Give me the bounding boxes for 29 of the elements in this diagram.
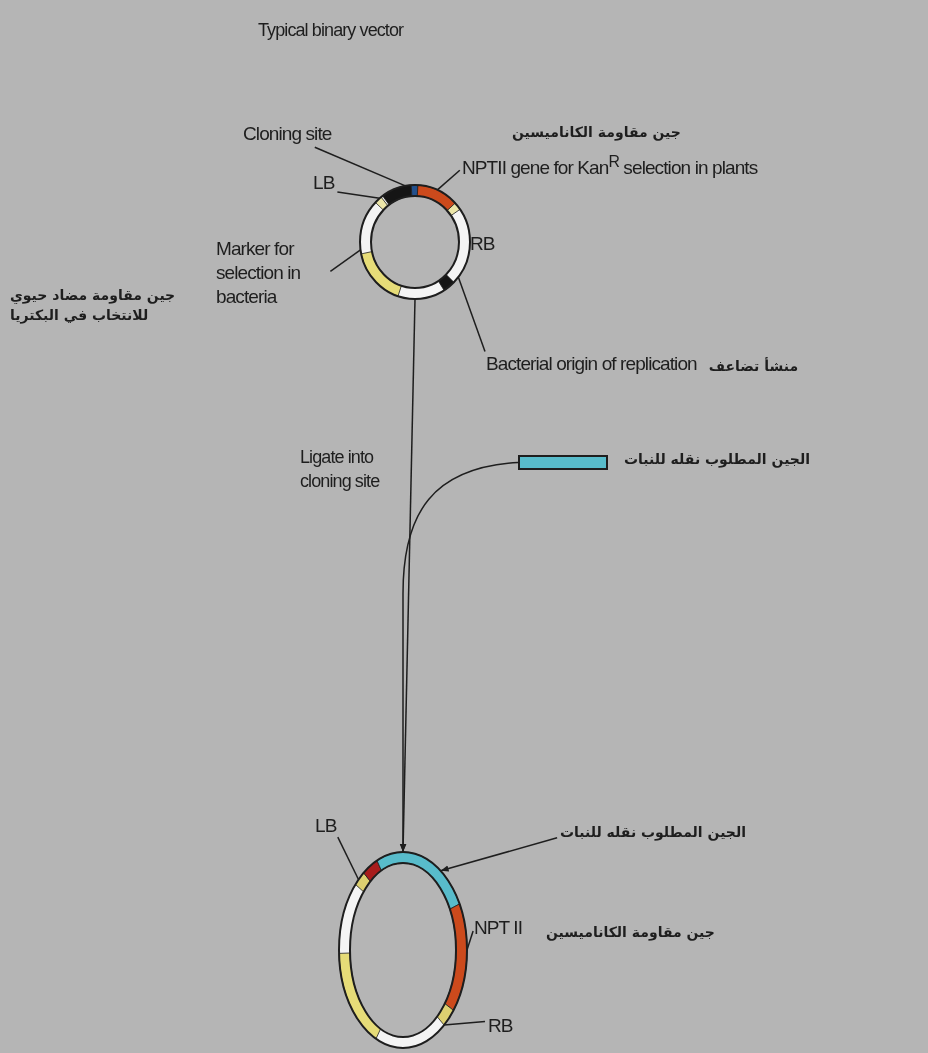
arrow — [439, 837, 558, 872]
leader-line — [336, 191, 381, 200]
part-label: الجين المطلوب نقله للنبات — [560, 823, 746, 842]
gene-bar — [518, 455, 608, 470]
leader-line — [337, 836, 360, 881]
translation-text: جين مقاومة الكاناميسين — [512, 123, 681, 142]
part-label: NPT II — [474, 916, 523, 940]
leader-line — [329, 249, 362, 273]
arrow — [399, 461, 519, 853]
part-label: LB — [315, 814, 337, 838]
part-label: RB — [488, 1014, 513, 1038]
leader-line — [466, 930, 474, 951]
leader-line — [436, 169, 461, 191]
plasmid-ring — [335, 848, 471, 1052]
leader-line — [457, 276, 486, 353]
translation-text: جين مقاومة الكاناميسين — [546, 923, 715, 942]
part-label: LB — [313, 171, 335, 195]
part-label: RB — [470, 232, 495, 256]
edge-label: Ligate into cloning site — [300, 446, 381, 493]
translation-text: جين مقاومة مضاد حيوي للانتخاب في البكتريا — [10, 286, 177, 325]
part-label: Marker for selection in bacteria — [216, 237, 302, 309]
leader-line — [443, 1020, 486, 1026]
title: Typical binary vector — [258, 19, 404, 42]
leader-line — [314, 146, 407, 187]
translation-text: الجين المطلوب نقله للنبات — [624, 450, 810, 469]
translation-text: منشأ تضاعف — [708, 356, 799, 376]
part-label: NPTII gene for Kan$^{R}$ selection in plants — [462, 152, 758, 181]
part-label: Cloning site — [243, 122, 332, 146]
part-label: Bacterial origin of replication — [486, 352, 697, 376]
